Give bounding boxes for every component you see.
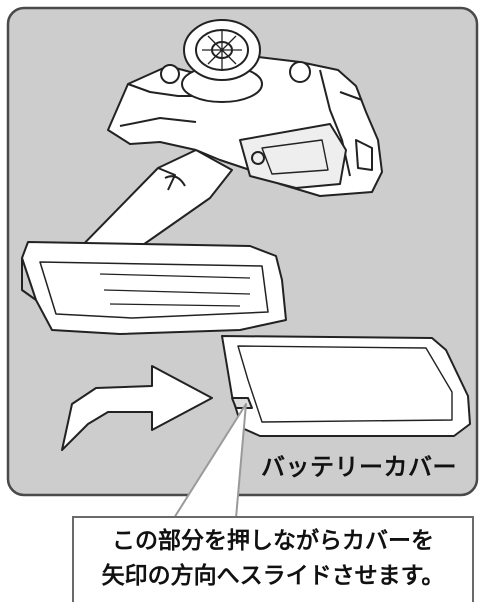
instruction-line-2: 矢印の方向へスライドさせます。 [101, 563, 445, 589]
instruction-line-1: この部分を押しながらカバーを [112, 528, 434, 554]
knob-right [289, 61, 311, 83]
knob-left [160, 64, 180, 84]
slide-direction-arrow [61, 365, 213, 451]
battery-cover-label: バッテリーカバー [261, 453, 457, 481]
transmitter-illustration [21, 19, 471, 437]
battery-tray [21, 241, 287, 335]
battery-cover [221, 335, 471, 437]
instruction-callout: この部分を押しながらカバーを 矢印の方向へスライドさせます。 [72, 516, 474, 602]
